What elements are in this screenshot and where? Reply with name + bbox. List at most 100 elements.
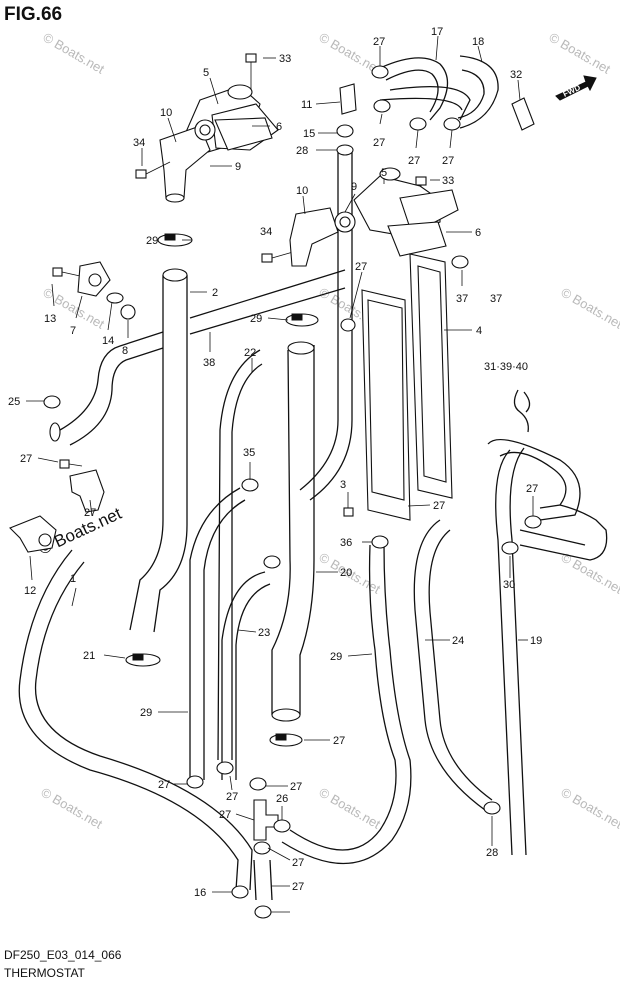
callout-label: 27	[84, 507, 96, 519]
figure-title: FIG.66	[4, 4, 63, 25]
callout-label: 9	[235, 161, 241, 173]
watermark: © Boats.net	[317, 785, 384, 832]
clamp-icon	[241, 478, 259, 492]
callout-label: 27	[373, 137, 385, 149]
callout-label: 27	[442, 155, 454, 167]
callout-label: 29	[250, 313, 262, 325]
callout-label: 27	[526, 483, 538, 495]
watermark: © Boats.net	[547, 30, 614, 77]
callout-label: 10	[160, 107, 172, 119]
fwd-label: FWD	[561, 83, 582, 99]
callout-label: 6	[475, 227, 481, 239]
callout-label: 27	[333, 735, 345, 747]
callout-label: 12	[24, 585, 36, 597]
callout-label: 37	[490, 293, 502, 305]
figure-name: THERMOSTAT	[4, 966, 85, 980]
callout-label: 3	[340, 479, 346, 491]
leader-lines	[26, 35, 534, 913]
hose-clamps	[43, 65, 542, 919]
clamp-icon	[125, 653, 161, 667]
watermark: © Boats.net	[559, 785, 620, 832]
callout-label: 31·39·40	[484, 361, 528, 373]
fwd-arrow-icon: FWD	[555, 75, 597, 101]
callout-label: 9	[351, 181, 357, 193]
clamp-icon	[249, 777, 267, 791]
callout-label: 28	[296, 145, 308, 157]
callout-label: 37	[456, 293, 468, 305]
callout-label: 38	[203, 357, 215, 369]
callout-label: 13	[44, 313, 56, 325]
clamp-icon	[231, 885, 249, 899]
callout-label: 35	[243, 447, 255, 459]
callout-label: 28	[486, 847, 498, 859]
callout-label: 11	[301, 99, 312, 111]
clamp-icon	[483, 801, 501, 815]
clamp-icon	[285, 313, 319, 327]
callout-label: 10	[296, 185, 308, 197]
callout-label: 8	[122, 345, 128, 357]
callout-label: 27	[355, 261, 367, 273]
callout-label: 20	[340, 567, 352, 579]
callout-label: 19	[530, 635, 542, 647]
callout-label: 16	[194, 887, 206, 899]
watermark: © Boats.net	[39, 785, 106, 832]
callout-label: 6	[276, 121, 282, 133]
callout-label: 24	[452, 635, 464, 647]
callout-label: 4	[476, 325, 482, 337]
callout-label: 7	[70, 325, 76, 337]
callout-label: 23	[258, 627, 270, 639]
callout-label: 36	[340, 537, 352, 549]
callout-label: 27	[20, 453, 32, 465]
callout-label: 18	[472, 36, 484, 48]
callout-label: 27	[292, 881, 304, 893]
callout-label: 21	[83, 650, 95, 662]
watermark: © Boats.net	[559, 285, 620, 332]
watermark: © Boats.net	[559, 550, 620, 597]
callout-label: 34	[260, 226, 272, 238]
callout-label: 29	[140, 707, 152, 719]
clamp-icon	[373, 99, 391, 113]
callout-label: 5	[203, 67, 209, 79]
bolt-icon	[52, 267, 81, 277]
callout-label: 5	[381, 167, 387, 179]
callout-label: 30	[503, 579, 515, 591]
callout-label: 27	[292, 857, 304, 869]
callout-label: 27	[290, 781, 302, 793]
parts	[9, 53, 535, 841]
clamp-icon	[254, 905, 272, 919]
callout-label: 29	[146, 235, 158, 247]
clamp-icon	[216, 761, 234, 775]
watermark: © Boats.net	[41, 30, 108, 77]
callout-label: 33	[279, 53, 291, 65]
callout-label: 17	[431, 26, 443, 38]
callout-label: 33	[442, 175, 454, 187]
bolt-icon	[245, 53, 257, 90]
callout-label: 2	[212, 287, 218, 299]
callout-label: 14	[102, 335, 114, 347]
clamp-icon	[273, 819, 291, 833]
callout-label: 25	[8, 396, 20, 408]
model-code: DF250_E03_014_066	[4, 948, 122, 962]
bolt-icon	[59, 459, 83, 469]
clamp-icon	[157, 233, 193, 247]
callout-label: 27	[226, 791, 238, 803]
clamp-icon	[371, 65, 389, 79]
clamp-icon	[501, 541, 519, 555]
callout-label: 27	[373, 36, 385, 48]
callout-label: 15	[303, 128, 315, 140]
callout-label: 22	[244, 347, 256, 359]
clamp-icon	[263, 555, 281, 569]
clamp-icon	[451, 255, 469, 269]
callout-label: 32	[510, 69, 522, 81]
callout-label: 27	[158, 779, 170, 791]
bolt-icon	[135, 161, 171, 179]
clamp-icon	[253, 841, 271, 855]
callout-label: 27	[408, 155, 420, 167]
clamp-icon	[371, 535, 389, 549]
clamp-icon	[409, 117, 427, 131]
callout-label: 1	[70, 573, 76, 585]
clamp-icon	[340, 318, 356, 332]
clamp-icon	[524, 515, 542, 529]
callout-label: 27	[433, 500, 445, 512]
